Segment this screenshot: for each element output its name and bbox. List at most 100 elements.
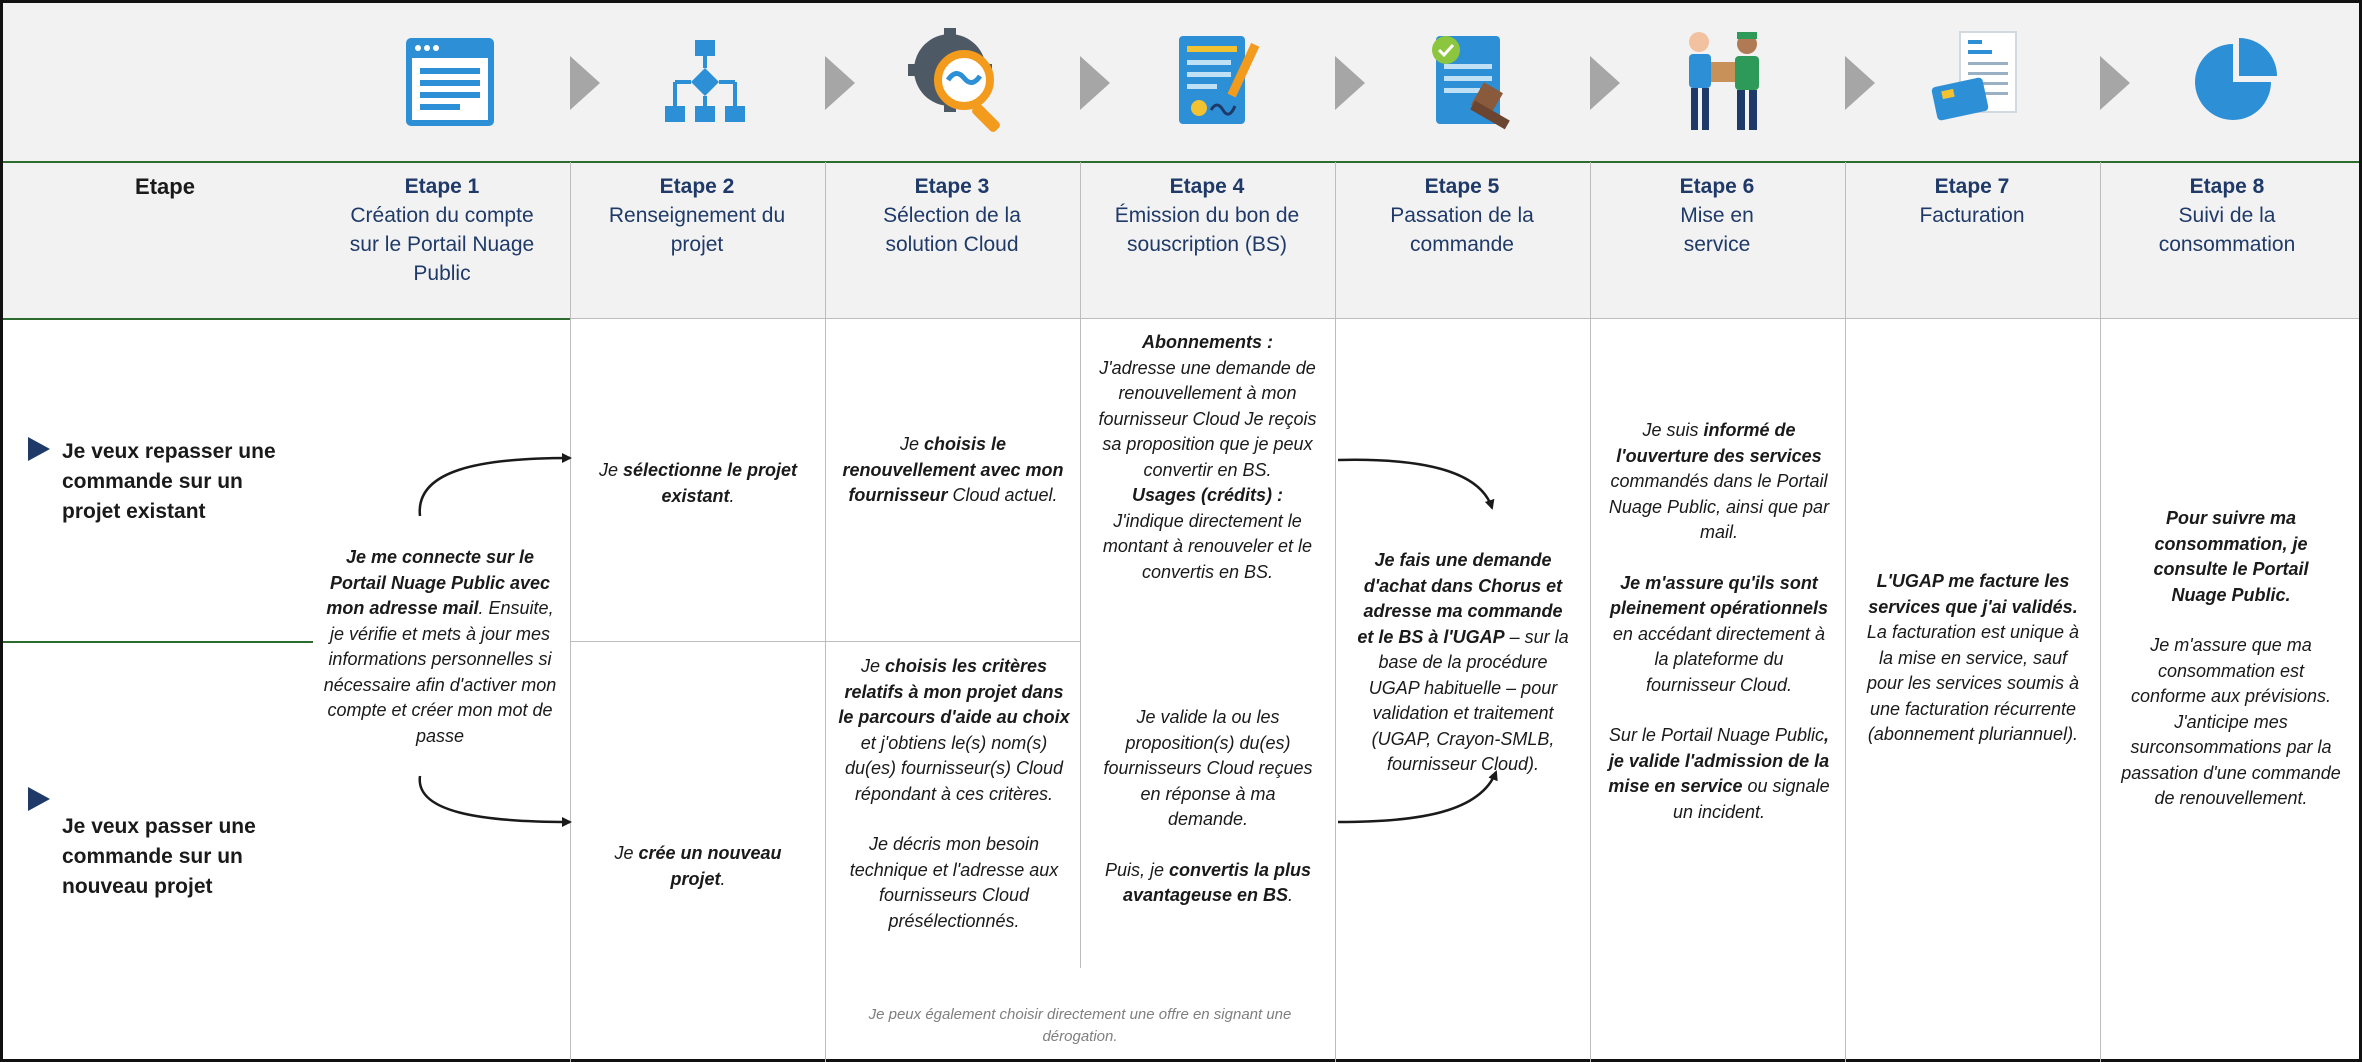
chevron-right-icon (825, 56, 855, 110)
text-fragment: – sur la base de la procédure UGAP habit… (1368, 626, 1569, 775)
text-fragment: Puis, je (1104, 859, 1169, 880)
header-divider-green (3, 318, 570, 320)
signed-document-icon (1179, 36, 1260, 124)
emphasis: crée un nouveau projet (638, 843, 782, 889)
arrow-order-from-new (1337, 770, 1498, 824)
step-number: Etape 8 (2189, 175, 2265, 198)
emphasis: L'UGAP me facture les services que j'ai … (1868, 571, 2078, 617)
column-divider (570, 162, 571, 1062)
step-2-header: Etape 2 Renseignement du projet (570, 172, 824, 259)
text-fragment: Je (899, 434, 924, 454)
paragraph: Je m'assure que ma consommation est conf… (2121, 635, 2341, 808)
icon-band-divider (3, 161, 2359, 163)
step-2-existing-text: Je sélectionne le projet existant. (590, 458, 806, 509)
step-number: Etape 7 (1934, 175, 2010, 198)
arrow-order-from-renewal (1337, 458, 1495, 510)
step-3-existing-text: Je choisis le renouvellement avec mon fo… (840, 432, 1066, 509)
step-number: Etape 4 (1169, 175, 1245, 198)
column-divider (2100, 162, 2101, 1062)
emphasis: , je valide l'admission de la mise en se… (1608, 725, 1830, 796)
column-divider (1845, 162, 1846, 1062)
step-4-new-text: Je valide la ou les proposition(s) du(es… (1100, 705, 1316, 909)
emphasis: Je fais une demande d'achat dans Chorus … (1357, 550, 1563, 647)
text-fragment: commandés dans le Portail Nuage Public, … (1608, 471, 1830, 542)
emphasis: convertis la plus avantageuse en BS (1122, 859, 1312, 906)
step-name: Création du compte sur le Portail Nuage … (349, 204, 535, 285)
paragraph: Je valide la ou les proposition(s) du(es… (1103, 707, 1313, 829)
step-name: Renseignement du projet (608, 204, 786, 256)
chevron-right-icon (2100, 56, 2130, 110)
step-name: Suivi de la consommation (2158, 204, 2296, 256)
arrow-to-new-project (418, 775, 572, 827)
paragraph: Pour suivre ma consommation, je consulte… (2118, 506, 2344, 608)
emphasis: Je me connecte sur le Portail Nuage Publ… (326, 547, 551, 618)
row-marker-icon (28, 787, 50, 811)
invoice-card-icon (1931, 31, 2017, 121)
step-number: Etape 3 (914, 175, 990, 198)
column-divider (1590, 162, 1591, 1062)
step-5-header: Etape 5 Passation de la commande (1335, 172, 1589, 259)
text-fragment: ou signale un incident. (1672, 776, 1830, 822)
emphasis: informé de l'ouverture des services (1616, 420, 1822, 466)
paragraph: Je choisis les critères relatifs à mon p… (836, 654, 1072, 807)
step-number: Etape 5 (1424, 175, 1500, 198)
step-3-new-text: Je choisis les critères relatifs à mon p… (836, 654, 1072, 934)
delivery-people-icon (1689, 32, 1759, 130)
text-fragment: . (1288, 885, 1294, 905)
column-divider (1335, 162, 1336, 1062)
chevron-right-icon (1335, 56, 1365, 110)
step-4-header: Etape 4 Émission du bon de souscription … (1080, 172, 1334, 259)
browser-window-icon (406, 38, 494, 126)
chevron-right-icon (1845, 56, 1875, 110)
paragraph: Je m'assure qu'ils sont pleinement opéra… (1608, 571, 1830, 699)
emphasis: Pour suivre ma consommation, je consulte… (2153, 508, 2309, 605)
text-fragment: Cloud actuel. (947, 485, 1058, 505)
step-number: Etape 1 (404, 175, 480, 198)
chevron-right-icon (570, 56, 600, 110)
step-6-text: Je suis informé de l'ouverture des servi… (1608, 418, 1830, 825)
emphasis: Je m'assure qu'ils sont pleinement opéra… (1609, 572, 1829, 619)
row-label-existing-project: Je veux repasser une commande sur un pro… (62, 440, 276, 523)
row-label-new-project: Je veux passer une commande sur un nouve… (62, 815, 256, 898)
paragraph: J'indique directement le montant à renou… (1102, 510, 1313, 582)
stamped-order-icon (1432, 36, 1510, 130)
chevron-right-icon (1080, 56, 1110, 110)
paragraph: Sur le Portail Nuage Public, je valide l… (1608, 723, 1830, 825)
step-name: Facturation (1919, 204, 2025, 227)
step-name: Mise en service (1680, 204, 1754, 256)
emphasis: choisis les critères relatifs à mon proj… (838, 656, 1070, 727)
text-fragment: Sur le Portail Nuage Public (1608, 725, 1825, 745)
gear-magnifier-icon (908, 28, 1000, 132)
column-divider (1080, 162, 1081, 968)
step-1-header: Etape 1 Création du compte sur le Portai… (315, 172, 569, 288)
step-header-band (3, 162, 2359, 318)
step-8-text: Pour suivre ma consommation, je consulte… (2118, 506, 2344, 812)
text-fragment: et j'obtiens le(s) nom(s) du(es) fournis… (844, 732, 1064, 804)
step-5-text: Je fais une demande d'achat dans Chorus … (1355, 548, 1571, 778)
step-name: Émission du bon de souscription (BS) (1114, 204, 1300, 256)
text-fragment: . (478, 598, 484, 618)
text-fragment: La facturation est unique à la mise en s… (1866, 622, 2080, 744)
step-6-header: Etape 6 Mise en service (1590, 172, 1844, 259)
text-fragment: Je (598, 460, 623, 480)
pie-chart-icon (2195, 38, 2277, 120)
paragraph: Je décris mon besoin technique et l'adre… (849, 834, 1059, 931)
header-divider-grey (570, 318, 2359, 319)
flowchart-icon (665, 40, 745, 122)
paragraph: Je suis informé de l'ouverture des servi… (1608, 418, 1830, 546)
step-number: Etape 6 (1679, 175, 1755, 198)
text-fragment: Je (860, 656, 885, 676)
step-8-header: Etape 8 Suivi de la consommation (2100, 172, 2354, 259)
row-divider-green (3, 641, 313, 643)
paragraph: Puis, je convertis la plus avantageuse e… (1100, 858, 1316, 909)
etape-column-label: Etape (135, 174, 195, 199)
step-name: Sélection de la solution Cloud (883, 204, 1021, 256)
text-fragment: Je (614, 843, 639, 863)
text-fragment: Ensuite, je vérifie et mets à jour mes i… (323, 598, 557, 746)
subheading: Usages (crédits) : (1131, 485, 1284, 505)
text-fragment: Je suis (1642, 420, 1704, 440)
step-3-derogation-note: Je peux également choisir directement un… (868, 1006, 1292, 1045)
row-marker-icon (28, 437, 50, 461)
